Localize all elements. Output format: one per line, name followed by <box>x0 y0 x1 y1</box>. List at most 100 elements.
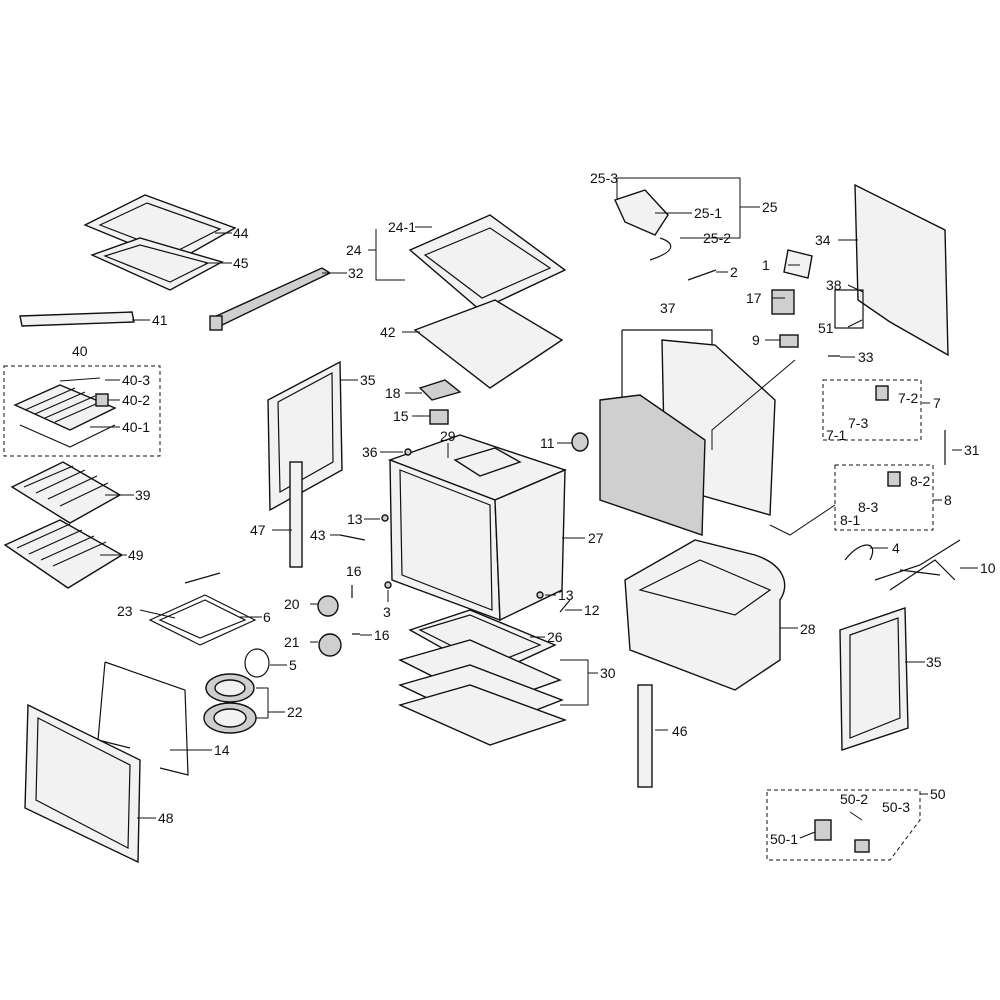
leader-lines <box>90 177 978 839</box>
label-40-1: 40-1 <box>122 419 150 435</box>
label-32: 32 <box>348 265 364 281</box>
part-6-bake-element <box>148 572 257 646</box>
part-15-filter <box>429 409 449 425</box>
label-3: 3 <box>383 604 391 620</box>
group-50-box <box>766 789 921 861</box>
part-24-top-frame <box>408 214 567 311</box>
part-35-frame-left <box>267 360 343 512</box>
part-39-oven-rack <box>10 461 122 524</box>
label-26: 26 <box>547 629 563 645</box>
part-40-2-clip <box>95 393 109 407</box>
part-21-fan <box>318 633 342 657</box>
label-15: 15 <box>393 408 409 424</box>
part-labels: 44 45 32 41 40 40-3 40-2 40-1 39 49 23 6… <box>72 170 996 847</box>
label-34: 34 <box>815 232 831 248</box>
label-25-2: 25-2 <box>703 230 731 246</box>
label-48: 48 <box>158 810 174 826</box>
label-36: 36 <box>362 444 378 460</box>
label-30: 30 <box>600 665 616 681</box>
label-23: 23 <box>117 603 133 619</box>
label-25: 25 <box>762 199 778 215</box>
part-18-plate <box>418 379 462 401</box>
part-7-2-switch <box>875 385 889 401</box>
label-43: 43 <box>310 527 326 543</box>
label-25-1: 25-1 <box>694 205 722 221</box>
label-20: 20 <box>284 596 300 612</box>
label-45: 45 <box>233 255 249 271</box>
part-50-1-lock <box>814 819 832 841</box>
label-25-3: 25-3 <box>590 170 618 186</box>
label-11: 11 <box>540 435 555 451</box>
label-29: 29 <box>440 428 456 444</box>
label-39: 39 <box>135 487 151 503</box>
part-12-pin <box>559 599 571 613</box>
label-8: 8 <box>944 492 952 508</box>
label-27: 27 <box>588 530 604 546</box>
label-41: 41 <box>152 312 168 328</box>
part-43-pin <box>339 534 366 541</box>
label-24-1: 24-1 <box>388 219 416 235</box>
part-4-wire <box>844 544 874 561</box>
label-40-2: 40-2 <box>122 392 150 408</box>
part-9-bracket <box>779 334 799 348</box>
label-1: 1 <box>762 257 770 273</box>
label-8-2: 8-2 <box>910 473 930 489</box>
part-38-bracket <box>834 289 864 329</box>
label-50-1: 50-1 <box>770 831 798 847</box>
label-6: 6 <box>263 609 271 625</box>
part-3-screw <box>384 581 392 589</box>
part-28-insulation <box>624 539 786 691</box>
part-11-knob <box>571 432 589 452</box>
group-40-box <box>3 365 161 457</box>
part-1-plate <box>783 249 813 279</box>
part-34-rear-panel <box>854 183 949 357</box>
label-18: 18 <box>385 385 401 401</box>
group-7-box <box>822 379 922 441</box>
part-37-back-cover <box>599 394 706 536</box>
label-37: 37 <box>660 300 676 316</box>
label-8-1: 8-1 <box>840 512 860 528</box>
label-5: 5 <box>289 657 297 673</box>
part-46-strip <box>637 684 653 788</box>
part-42-top-cover <box>413 299 564 389</box>
part-36-screw <box>404 448 412 456</box>
label-50-3: 50-3 <box>882 799 910 815</box>
group-8-box <box>834 464 934 531</box>
label-28: 28 <box>800 621 816 637</box>
label-13-left: 13 <box>347 511 363 527</box>
label-50: 50 <box>930 786 946 802</box>
label-40-3: 40-3 <box>122 372 150 388</box>
part-5-ring <box>244 648 270 678</box>
label-9: 9 <box>752 332 760 348</box>
label-10: 10 <box>980 560 996 576</box>
label-42: 42 <box>380 324 396 340</box>
label-47: 47 <box>250 522 266 538</box>
part-22-lamp-covers <box>203 673 257 734</box>
label-38: 38 <box>826 277 842 293</box>
label-51: 51 <box>818 320 834 336</box>
part-10-harness <box>874 539 961 591</box>
part-13-screw-left <box>381 514 389 522</box>
label-22: 22 <box>287 704 303 720</box>
label-35-right: 35 <box>926 654 942 670</box>
label-2: 2 <box>730 264 738 280</box>
part-40-1-rack-basket <box>13 384 117 448</box>
part-13-screw-right <box>536 591 544 599</box>
label-31: 31 <box>964 442 980 458</box>
part-2-sensor <box>687 269 717 281</box>
part-50-3-latch <box>854 839 870 853</box>
label-33: 33 <box>858 349 874 365</box>
part-49-glide-rack <box>3 519 124 589</box>
part-20-fan <box>317 595 339 617</box>
part-25-housing <box>614 189 672 261</box>
label-21: 21 <box>284 634 300 650</box>
part-35-frame-right <box>839 607 909 751</box>
label-8-3: 8-3 <box>858 499 878 515</box>
part-17-filter <box>771 289 795 315</box>
label-16-upper: 16 <box>346 563 362 579</box>
part-47-strip <box>289 461 303 568</box>
label-17: 17 <box>746 290 762 306</box>
part-8-2-switch <box>887 471 901 487</box>
label-35-left: 35 <box>360 372 376 388</box>
